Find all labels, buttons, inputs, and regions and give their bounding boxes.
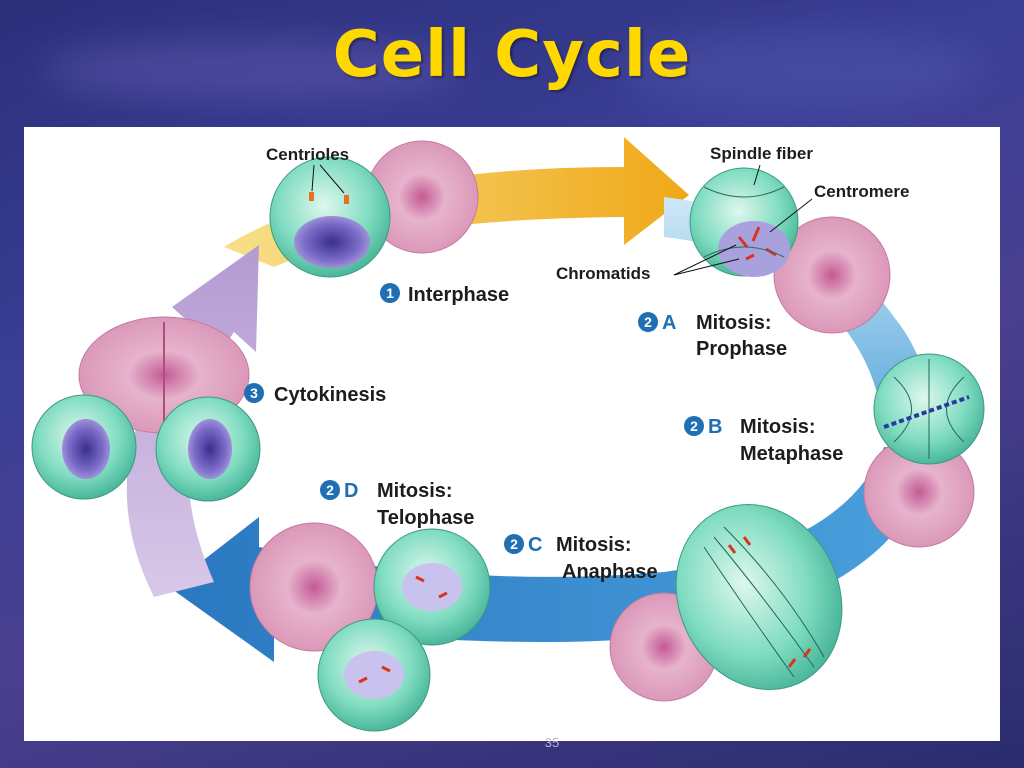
stage-label-line2: Anaphase: [562, 561, 658, 583]
stage-metaphase: 2 B Mitosis: Metaphase: [684, 416, 843, 465]
spindle-fiber-label: Spindle fiber: [710, 144, 813, 163]
centriole: [344, 195, 349, 204]
stage-number-badge: 2: [510, 536, 518, 552]
stage-label-line1: Mitosis:: [377, 480, 453, 502]
interphase-nucleus: [294, 216, 370, 268]
prophase-nucleus: [718, 221, 790, 277]
page-number: 35: [544, 735, 560, 750]
stage-label-line2: Metaphase: [740, 443, 843, 465]
stage-letter: A: [662, 312, 676, 334]
anaphase-cell: [675, 504, 843, 690]
stage-letter: C: [528, 534, 542, 556]
stage-number-badge: 3: [250, 385, 258, 401]
centromere-label: Centromere: [814, 182, 909, 201]
stage-telophase: 2 D Mitosis: Telophase: [320, 480, 474, 529]
prophase-tissue-photo: [773, 216, 891, 334]
stage-number-badge: 1: [386, 285, 394, 301]
centriole: [309, 192, 314, 201]
slide-title: Cell Cycle: [332, 18, 692, 92]
stage-label-line2: Prophase: [696, 338, 787, 360]
stage-interphase: 1 Interphase: [380, 283, 509, 306]
stage-label: Cytokinesis: [274, 384, 386, 406]
stage-letter: D: [344, 480, 358, 502]
stage-label-line2: Telophase: [377, 507, 474, 529]
background-streak: [620, 30, 980, 110]
stage-label-line1: Mitosis:: [740, 416, 816, 438]
stage-label: Interphase: [408, 284, 509, 306]
stage-number-badge: 2: [644, 314, 652, 330]
stage-label-line1: Mitosis:: [696, 312, 772, 334]
cell-cycle-diagram: Centrioles Spindle fiber Centromere Chro…: [24, 127, 1000, 741]
stage-anaphase: 2 C Mitosis: Anaphase: [504, 534, 658, 583]
background-streak: [40, 40, 460, 100]
stage-number-badge: 2: [326, 482, 334, 498]
stage-number-badge: 2: [690, 418, 698, 434]
chromatids-label: Chromatids: [556, 264, 650, 283]
stage-cytokinesis: 3 Cytokinesis: [244, 383, 386, 406]
stage-label-line1: Mitosis:: [556, 534, 632, 556]
stage-letter: B: [708, 416, 722, 438]
centrioles-label: Centrioles: [266, 145, 349, 164]
stage-prophase: 2 A Mitosis: Prophase: [638, 312, 787, 360]
